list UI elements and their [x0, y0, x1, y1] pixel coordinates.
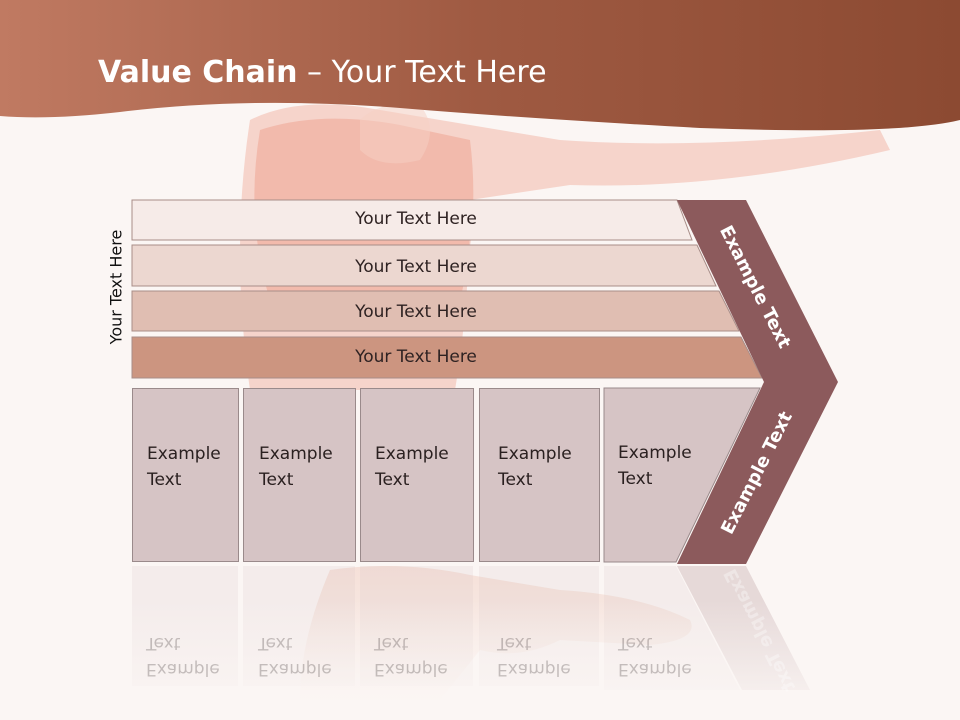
last-box [603, 387, 761, 563]
reflection-1-label: Example Text [146, 633, 220, 679]
activity-box-5: Example Text [604, 388, 724, 562]
activity-box-1-label: Example Text [147, 444, 221, 490]
reflection-5-label: Example Text [618, 633, 692, 679]
bar-3-label: Your Text Here [355, 302, 477, 322]
reflection-3: Example Text [360, 568, 474, 688]
bar-4 [131, 336, 763, 379]
activity-box-3: Example Text [360, 388, 474, 562]
title-bold: Value Chain [98, 55, 298, 90]
reflection-3-label: Example Text [374, 633, 448, 679]
reflection-2-label: Example Text [258, 633, 332, 679]
activity-box-2: Example Text [243, 388, 356, 562]
bar-1 [131, 199, 693, 241]
bar-4-label: Your Text Here [355, 347, 477, 367]
bar-1-label: Your Text Here [355, 209, 477, 229]
activity-box-1: Example Text [132, 388, 239, 562]
chevron [677, 200, 838, 564]
slide-title: Value Chain – Your Text Here [98, 55, 547, 90]
reflection-5: Example Text [604, 568, 724, 688]
activity-box-5-label: Example Text [618, 443, 692, 489]
activity-box-4: Example Text [479, 388, 600, 562]
reflection-4-label: Example Text [497, 633, 571, 679]
reflection-1: Example Text [132, 568, 239, 688]
activity-box-2-label: Example Text [259, 444, 333, 490]
activity-box-4-label: Example Text [498, 444, 572, 490]
activity-box-3-label: Example Text [375, 444, 449, 490]
bar-3 [131, 290, 740, 332]
reflection-2: Example Text [243, 568, 356, 688]
bar-2 [131, 244, 717, 287]
reflection-4: Example Text [479, 568, 600, 688]
bar-2-label: Your Text Here [355, 257, 477, 277]
title-rest: – Your Text Here [297, 55, 547, 90]
